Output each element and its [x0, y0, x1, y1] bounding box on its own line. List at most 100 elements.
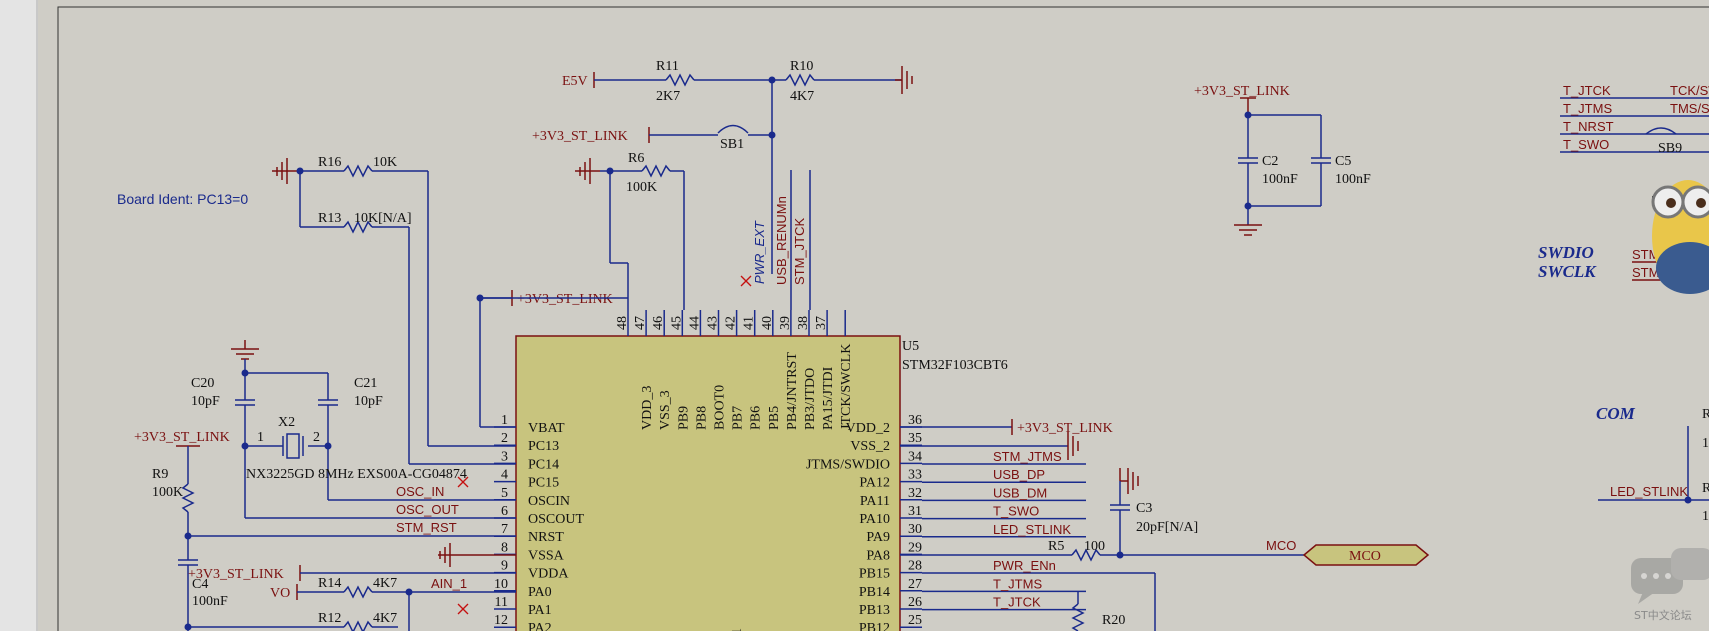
r11-resistor[interactable]: R11 2K7: [656, 59, 695, 104]
c21-capacitor[interactable]: C21 10pF: [318, 376, 383, 409]
svg-text:R20: R20: [1102, 613, 1125, 628]
u5-pin-name: VDDA: [528, 567, 569, 582]
panel-right-label: TCK/SWCL: [1670, 83, 1709, 98]
ground-symbol: [272, 158, 297, 184]
u5-pin-name: PC14: [528, 457, 559, 472]
u5-pin-name: BOOT0: [713, 385, 728, 430]
schematic-sheet[interactable]: E5V R11 2K7 R10 4K7 +3V3_ST_LINK SB1: [38, 0, 1709, 631]
svg-text:1: 1: [257, 430, 264, 445]
u5-pin-number: 48: [615, 316, 630, 330]
u5-pin-name: PA8: [866, 548, 890, 563]
u5-pin-name: PC13: [528, 439, 559, 454]
r13-resistor[interactable]: R13 10K[N/A]: [318, 211, 412, 234]
osc-out-label: OSC_OUT: [396, 502, 459, 517]
svg-text:10K: 10K: [373, 155, 397, 170]
swclk-label: SWCLK: [1538, 262, 1597, 281]
u5-pin-name: PB7: [731, 406, 746, 430]
x2-crystal[interactable]: X2 1 2 NX3225GD 8MHz EXS00A-CG04874: [246, 415, 467, 482]
svg-text:SB1: SB1: [720, 137, 744, 152]
r10-resistor[interactable]: R10 4K7: [785, 59, 815, 104]
svg-text:X2: X2: [278, 415, 295, 430]
e5v-net: E5V: [562, 72, 666, 89]
svg-text:100nF: 100nF: [192, 594, 228, 609]
u5-pin-number: 33: [908, 468, 922, 483]
u5-pin-name: OSCOUT: [528, 512, 584, 527]
svg-text:R14: R14: [318, 576, 341, 591]
u5-right-pins: 36VDD_235VSS_234JTMS/SWDIO33PA1232PA1131…: [806, 413, 922, 631]
usb-renumn-label: USB_RENUMn: [774, 196, 789, 285]
r14-resistor[interactable]: R14 4K7: [318, 576, 397, 599]
svg-text:10pF: 10pF: [191, 394, 220, 409]
watermark-text: ST中文论坛: [1634, 608, 1692, 622]
c3-capacitor[interactable]: C3 20pF[N/A]: [1110, 501, 1198, 535]
c4-capacitor[interactable]: C4 100nF: [178, 559, 228, 609]
u5-pin-number: 26: [908, 595, 922, 610]
svg-text:R6: R6: [628, 151, 644, 166]
u5-pin-name: PB6: [749, 406, 764, 430]
vo-label: VO: [270, 586, 290, 601]
u5-pin-number: 27: [908, 577, 922, 592]
v33-vdda-net: +3V3_ST_LINK: [188, 565, 516, 582]
u5-pin-name: PB15: [859, 567, 890, 582]
r6-resistor[interactable]: R6 100K: [626, 151, 671, 195]
u5-pin-number: 30: [908, 522, 922, 537]
svg-text:R9: R9: [152, 467, 168, 482]
u5-pin-number: 42: [724, 316, 739, 330]
v33-vdd2-net: +3V3_ST_LINK: [900, 419, 1113, 436]
sb1-solder-bridge[interactable]: SB1: [717, 124, 749, 153]
u5-pin-number: 7: [501, 522, 508, 537]
svg-text:10K[N/A]: 10K[N/A]: [354, 211, 412, 226]
svg-text:100: 100: [1084, 539, 1105, 554]
svg-text:+3V3_ST_LINK: +3V3_ST_LINK: [532, 129, 628, 144]
u5-pin-name: NRST: [528, 530, 564, 545]
svg-text:C21: C21: [354, 376, 377, 391]
mco-port[interactable]: MCO: [1302, 544, 1430, 566]
r9-resistor[interactable]: R9 100K: [152, 467, 195, 513]
u5-pin-number: 31: [908, 504, 922, 519]
svg-text:C3: C3: [1136, 501, 1152, 516]
net-label: PWR_ENn: [993, 558, 1056, 573]
net-label: T_SWO: [993, 504, 1039, 519]
r12-resistor[interactable]: R12 4K7: [318, 611, 397, 631]
u5-pin-number: 28: [908, 559, 922, 574]
svg-text:100nF: 100nF: [1262, 172, 1298, 187]
r20-resistor[interactable]: R20: [1071, 603, 1125, 631]
u5-pin-number: 3: [501, 449, 508, 464]
svg-text:2K7: 2K7: [656, 89, 680, 104]
svg-text:R12: R12: [318, 611, 341, 626]
svg-text:100K: 100K: [626, 180, 657, 195]
u5-pin-name: PA15/JTDI: [821, 366, 836, 430]
panel-left-label: T_NRST: [1563, 119, 1614, 134]
u5-pin-name: PA12: [859, 476, 890, 491]
svg-text:100K: 100K: [152, 485, 183, 500]
u5-ref: U5: [902, 339, 919, 354]
svg-text:R5: R5: [1048, 539, 1064, 554]
u5-chip-body[interactable]: [515, 335, 901, 631]
c2-capacitor[interactable]: C2 100nF: [1238, 154, 1298, 187]
u5-pin-name: PA2: [528, 621, 552, 631]
u5-pin-number: 4: [501, 468, 508, 483]
schematic-canvas: E5V R11 2K7 R10 4K7 +3V3_ST_LINK SB1: [57, 6, 1709, 631]
stm-jtck-label: STM_JTCK: [792, 218, 807, 286]
osc-in-label: OSC_IN: [396, 484, 444, 499]
u5-pin-number: 47: [633, 316, 648, 330]
forum-watermark-icon: [1631, 548, 1709, 604]
board-ident-note: Board Ident: PC13=0: [117, 191, 248, 207]
svg-text:4K7: 4K7: [790, 89, 814, 104]
u5-pin-number: 11: [495, 595, 508, 610]
svg-text:100nF: 100nF: [1335, 172, 1371, 187]
u5-pin-number: 41: [742, 316, 757, 330]
led-stlink-label: LED_STLINK: [1610, 484, 1688, 499]
svg-text:R13: R13: [318, 211, 341, 226]
ground-symbol: [1234, 224, 1262, 236]
r5-resistor[interactable]: R5 100: [1048, 539, 1105, 562]
pwr-ext-net: PWR_EXT: [740, 220, 767, 287]
u5-pin-number: 38: [796, 316, 811, 330]
c20-capacitor[interactable]: C20 10pF: [191, 376, 255, 409]
u5-pin-number: 44: [687, 316, 702, 330]
svg-text:MCO: MCO: [1349, 549, 1381, 564]
u5-pin-number: 45: [669, 316, 684, 330]
c5-capacitor[interactable]: C5 100nF: [1311, 154, 1371, 187]
u5-pin-number: 46: [651, 316, 666, 330]
r16-resistor[interactable]: R16 10K: [318, 155, 397, 178]
